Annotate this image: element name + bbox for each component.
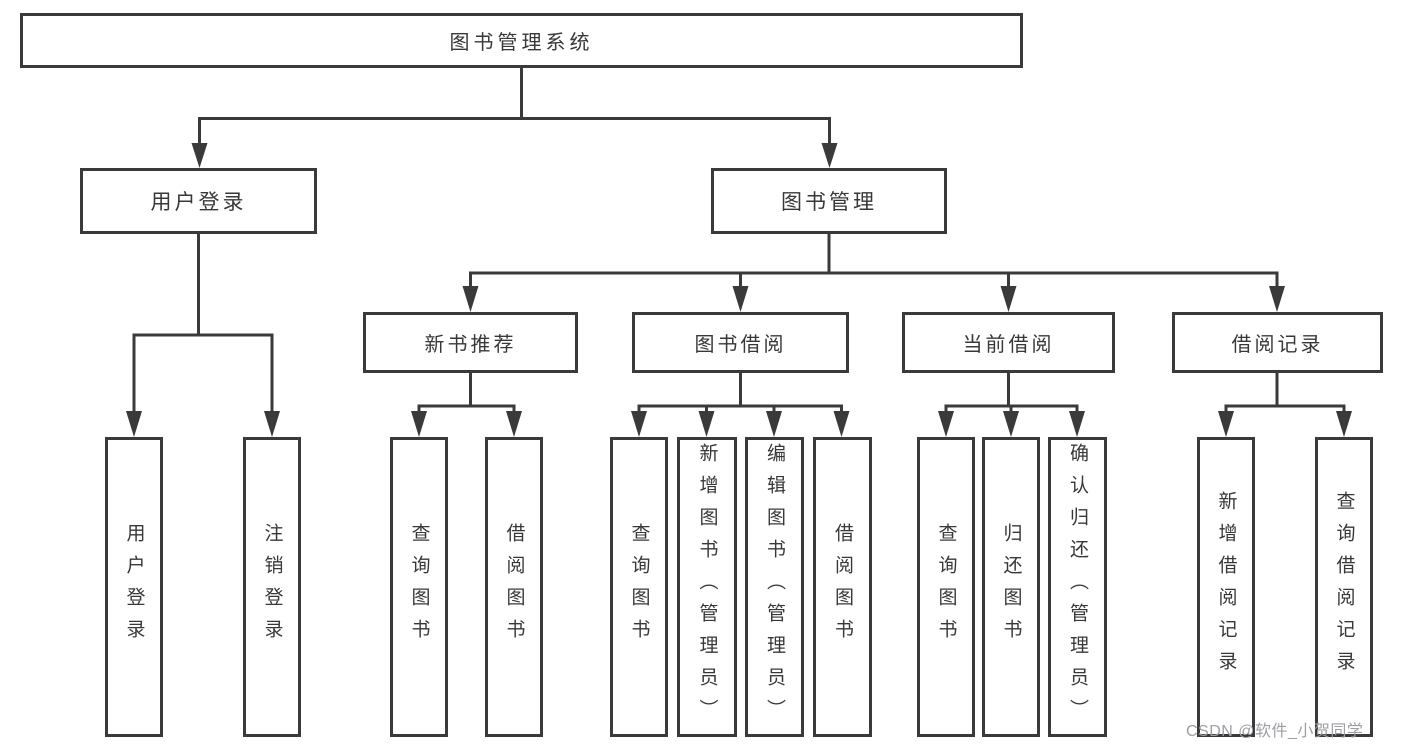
arrowhead xyxy=(1336,411,1352,437)
arrowhead xyxy=(938,411,954,437)
leaf-borrowing-edit-book-admin: 编辑图书（管理员） xyxy=(745,437,804,737)
node-label: 归还图书 xyxy=(1000,523,1022,651)
node-user-login: 用户登录 xyxy=(80,168,317,234)
arrowhead xyxy=(698,411,715,437)
arrowhead xyxy=(411,411,427,437)
leaf-borrowing-borrow-book: 借阅图书 xyxy=(813,437,872,737)
leaf-current-return-book: 归还图书 xyxy=(982,437,1040,737)
arrowhead xyxy=(1218,411,1234,437)
arrowhead xyxy=(821,143,838,168)
node-label: 图书管理 xyxy=(781,191,877,214)
leaf-recommend-query-book: 查询图书 xyxy=(390,437,448,737)
leaf-current-query-book: 查询图书 xyxy=(917,437,975,737)
leaf-logout: 注销登录 xyxy=(243,437,301,737)
node-label: 确认归还（管理员） xyxy=(1067,443,1088,731)
connector-current-borrowing-children xyxy=(938,371,1085,437)
node-label: 查询图书 xyxy=(935,523,957,651)
leaf-current-confirm-return-admin: 确认归还（管理员） xyxy=(1048,437,1107,737)
node-label: 借阅图书 xyxy=(503,523,525,651)
node-label: 新增图书（管理员） xyxy=(696,443,718,731)
connector-book-management-children xyxy=(462,233,1285,312)
leaf-borrowing-query-book: 查询图书 xyxy=(610,437,668,737)
node-label: 借阅图书 xyxy=(832,523,853,651)
node-label: 借阅记录 xyxy=(1231,334,1324,356)
node-new-book-recommend: 新书推荐 xyxy=(363,312,578,373)
arrowhead xyxy=(1000,286,1017,312)
arrowhead xyxy=(1003,411,1019,437)
arrowhead xyxy=(732,286,749,312)
arrowhead xyxy=(506,411,522,437)
arrowhead xyxy=(1269,286,1285,312)
node-label: 图书管理系统 xyxy=(449,32,594,54)
node-label: 注销登录 xyxy=(261,523,283,651)
node-label: 查询图书 xyxy=(408,523,430,651)
arrowhead xyxy=(126,411,142,437)
connector-user-login-children xyxy=(126,233,280,437)
arrowhead xyxy=(766,411,782,437)
arrowhead xyxy=(462,286,479,312)
node-book-borrowing: 图书借阅 xyxy=(632,312,849,373)
connector-borrowing-records-children xyxy=(1218,371,1352,437)
node-book-management: 图书管理 xyxy=(711,168,947,234)
connector-book-borrowing-children xyxy=(631,371,850,437)
arrowhead xyxy=(191,143,208,168)
connector-new-book-recommend-children xyxy=(411,371,522,437)
connector-root-to-level2 xyxy=(191,67,838,168)
csdn-watermark: CSDN @软件_小贺同学 xyxy=(1186,723,1364,740)
node-current-borrowing: 当前借阅 xyxy=(902,312,1115,373)
node-label: 新增借阅记录 xyxy=(1215,491,1237,683)
node-borrowing-records: 借阅记录 xyxy=(1172,312,1383,373)
leaf-records-add-borrow-record: 新增借阅记录 xyxy=(1197,437,1255,737)
leaf-user-login: 用户登录 xyxy=(105,437,163,737)
node-library-management-system: 图书管理系统 xyxy=(20,13,1023,68)
node-label: 编辑图书（管理员） xyxy=(764,443,785,731)
node-label: 当前借阅 xyxy=(962,334,1055,356)
arrowhead xyxy=(833,411,850,437)
node-label: 查询借阅记录 xyxy=(1333,491,1355,683)
arrowhead xyxy=(1069,411,1085,437)
node-label: 图书借阅 xyxy=(694,334,787,356)
node-label: 查询图书 xyxy=(628,523,650,651)
node-label: 新书推荐 xyxy=(424,334,517,356)
leaf-records-query-borrow-record: 查询借阅记录 xyxy=(1315,437,1373,737)
node-label: 用户登录 xyxy=(123,523,145,651)
arrowhead xyxy=(631,411,647,437)
leaf-borrowing-add-book-admin: 新增图书（管理员） xyxy=(677,437,737,737)
arrowhead xyxy=(264,411,280,437)
leaf-recommend-borrow-book: 借阅图书 xyxy=(485,437,543,737)
node-label: 用户登录 xyxy=(150,191,247,214)
